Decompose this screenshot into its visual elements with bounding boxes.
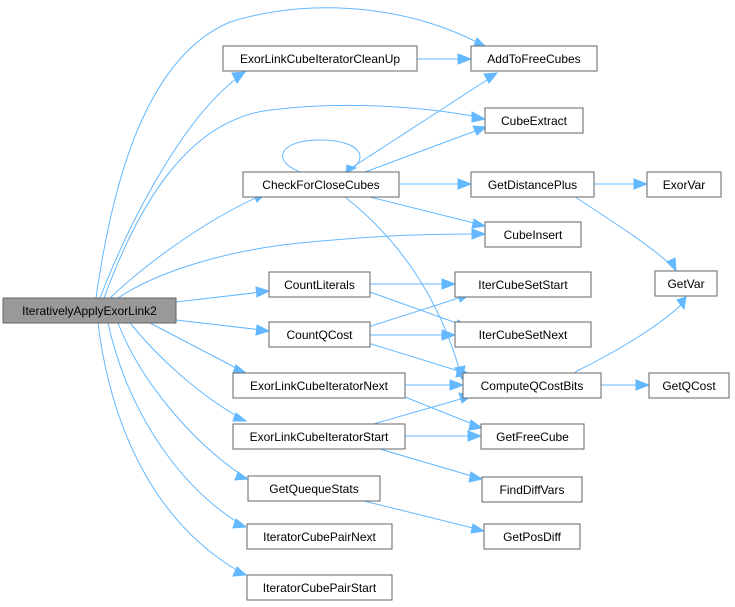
edge-itnext-getfree (399, 394, 484, 431)
edge-root-cubeextract (103, 104, 487, 299)
node-cube-extract[interactable]: CubeExtract (484, 107, 584, 134)
edge-itstart-finddiff (379, 448, 484, 483)
node-label: AddToFreeCubes (487, 52, 580, 66)
node-get-free-cube[interactable]: GetFreeCube (480, 423, 585, 450)
edge-countq-itersetnext (370, 329, 457, 341)
edge-itstart-getfree (405, 430, 483, 442)
edge-root-itnext (149, 322, 248, 374)
node-get-distance-plus[interactable]: GetDistancePlus (470, 171, 595, 198)
node-iterator-cube-pair-next[interactable]: IteratorCubePairNext (246, 523, 393, 550)
node-label: ComputeQCostBits (481, 379, 584, 393)
node-get-var[interactable]: GetVar (654, 270, 718, 297)
edge-getdistplus-getvar (574, 196, 677, 273)
node-label: IteratorCubePairStart (263, 581, 377, 595)
node-find-diff-vars[interactable]: FindDiffVars (481, 476, 583, 503)
edge-root-pairstart (97, 322, 248, 577)
node-check-for-close-cubes[interactable]: CheckForCloseCubes (242, 171, 400, 198)
edge-getqueue-getposdiff (359, 499, 486, 534)
node-label: GetPosDiff (503, 530, 561, 544)
node-label: GetVar (667, 277, 704, 291)
node-iteratively-apply-exor-link2[interactable]: IterativelyApplyExorLink2 (2, 297, 177, 324)
edge-root-checkclose (109, 192, 268, 299)
edge-checkclose-addtofree (344, 72, 499, 173)
edge-cleanup-addtofree (417, 53, 473, 65)
node-count-q-cost[interactable]: CountQCost (268, 321, 371, 348)
node-cube-insert[interactable]: CubeInsert (484, 221, 582, 248)
edge-computeq-getvar (574, 296, 687, 373)
node-label: IterCubeSetStart (478, 278, 568, 292)
node-count-literals[interactable]: CountLiterals (268, 271, 371, 298)
node-get-q-cost[interactable]: GetQCost (648, 372, 730, 399)
node-label: IterCubeSetNext (479, 328, 568, 342)
node-label: GetDistancePlus (488, 178, 577, 192)
node-label: CubeExtract (501, 114, 568, 128)
edge-computeq-getqcost (601, 379, 651, 391)
node-label: ExorLinkCubeIteratorNext (250, 379, 389, 393)
node-get-pos-diff[interactable]: GetPosDiff (483, 523, 581, 550)
node-label: ExorLinkCubeIteratorCleanUp (240, 52, 400, 66)
node-exor-var[interactable]: ExorVar (646, 171, 722, 198)
node-label: ExorLinkCubeIteratorStart (250, 430, 389, 444)
node-label: GetQuequeStats (269, 482, 358, 496)
edge-checkclose-getdistplus (399, 178, 473, 190)
node-iter-cube-set-next[interactable]: IterCubeSetNext (454, 321, 592, 348)
node-compute-q-cost-bits[interactable]: ComputeQCostBits (462, 372, 602, 399)
edges (95, 7, 687, 577)
edge-root-cubeinsert (117, 228, 487, 299)
node-iter-cube-set-start[interactable]: IterCubeSetStart (454, 271, 592, 298)
edge-root-itstart (129, 322, 248, 422)
node-label: ExorVar (663, 178, 705, 192)
edge-itnext-computeq (405, 379, 465, 391)
node-label: IterativelyApplyExorLink2 (22, 304, 157, 318)
edge-getdistplus-exorvar (594, 178, 649, 190)
nodes: IterativelyApplyExorLink2 ExorLinkCubeIt… (2, 45, 730, 601)
edge-root-countlit (175, 286, 271, 303)
node-get-queque-stats[interactable]: GetQuequeStats (247, 475, 381, 502)
node-add-to-free-cubes[interactable]: AddToFreeCubes (470, 45, 598, 72)
node-label: CountQCost (286, 328, 353, 342)
edge-checkclose-cubeinsert (369, 196, 487, 229)
edge-root-cleanup (99, 71, 247, 299)
node-exor-link-cube-iterator-start[interactable]: ExorLinkCubeIteratorStart (232, 423, 406, 450)
node-label: CheckForCloseCubes (262, 178, 379, 192)
edge-countlit-itersetstart (370, 278, 457, 290)
edge-countq-computeq (367, 342, 471, 378)
edge-checkclose-cubeextract (364, 125, 488, 173)
edge-root-countq (175, 319, 271, 336)
node-exor-link-cube-iterator-cleanup[interactable]: ExorLinkCubeIteratorCleanUp (222, 45, 418, 72)
node-label: CubeInsert (504, 228, 563, 242)
node-label: FindDiffVars (500, 483, 565, 497)
node-label: GetFreeCube (496, 430, 569, 444)
edge-checkclose-self (282, 139, 361, 174)
node-label: CountLiterals (284, 278, 355, 292)
node-label: GetQCost (662, 379, 716, 393)
node-label: IteratorCubePairNext (263, 530, 376, 544)
edge-root-pairnext (107, 322, 248, 529)
node-iterator-cube-pair-start[interactable]: IteratorCubePairStart (246, 574, 393, 601)
node-exor-link-cube-iterator-next[interactable]: ExorLinkCubeIteratorNext (232, 372, 406, 399)
edge-root-getqueue (117, 322, 250, 481)
